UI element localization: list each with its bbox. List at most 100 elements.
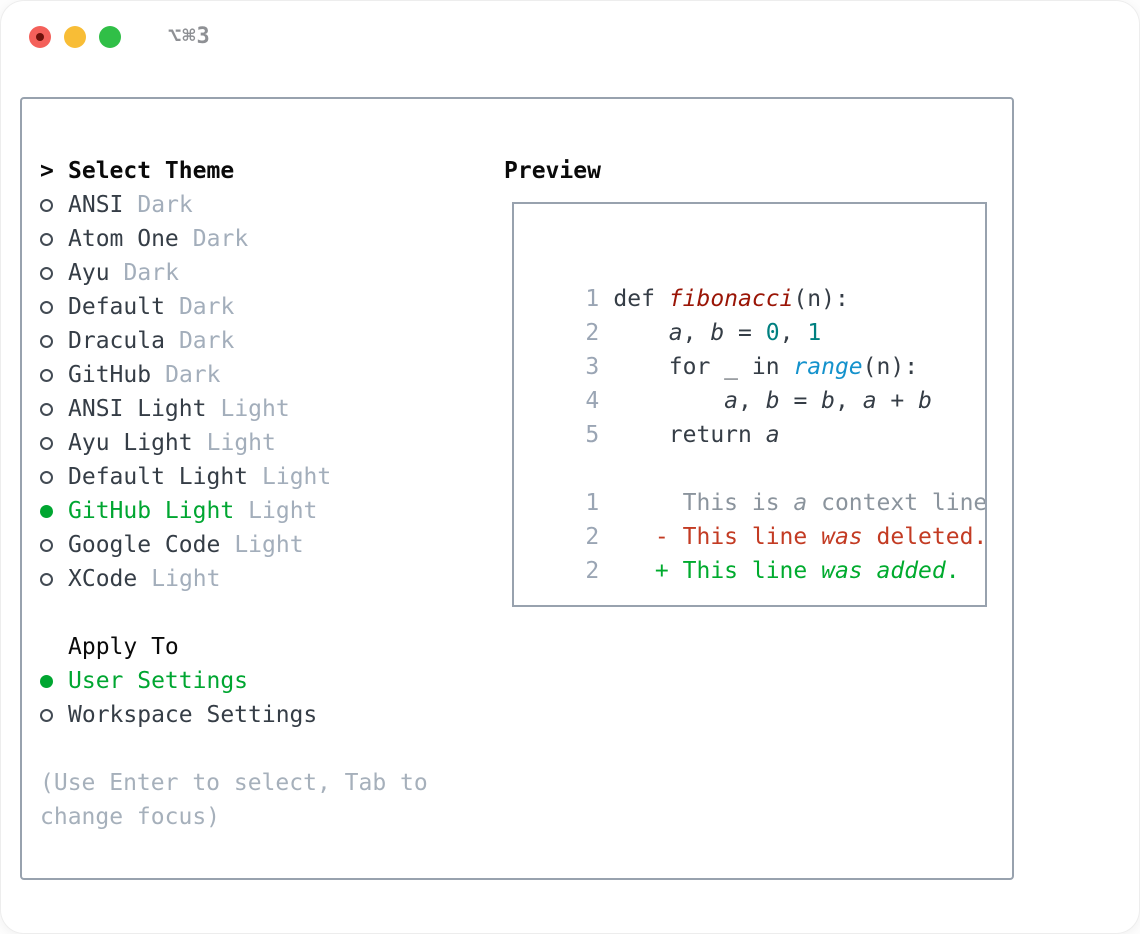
theme-list: ANSI Dark Atom One Dark Ayu Dark Default…	[40, 188, 480, 596]
theme-option-github-light[interactable]: GitHub Light Light	[40, 494, 480, 528]
line-content: - This line was deleted.	[613, 524, 987, 550]
code-line: 3 for _ in range(n):	[530, 316, 985, 380]
theme-option-ansi[interactable]: ANSI Dark	[40, 188, 480, 222]
radio-icon	[40, 470, 53, 484]
theme-option-ayu[interactable]: Ayu Dark	[40, 256, 480, 290]
option-label: Workspace Settings	[68, 702, 318, 728]
code-token: =	[779, 388, 822, 414]
close-dot-icon	[36, 33, 44, 41]
radio-icon	[40, 402, 53, 416]
radio-icon	[40, 368, 53, 382]
maximize-button-icon[interactable]	[99, 26, 121, 48]
code-token: deleted.	[862, 524, 987, 550]
theme-option-dracula[interactable]: Dracula Dark	[40, 324, 480, 358]
line-content: This is a context line.	[613, 490, 985, 516]
code-token: range	[793, 354, 863, 380]
close-button-icon[interactable]	[29, 26, 51, 48]
code-token: fibonacci	[668, 286, 794, 312]
radio-icon	[40, 504, 53, 518]
radio-icon	[40, 572, 53, 586]
traffic-lights	[29, 26, 121, 48]
line-content: return a	[613, 422, 780, 448]
window-title: ⌥⌘3	[168, 24, 211, 49]
code-token: def	[613, 286, 669, 312]
code-token: b	[821, 388, 835, 414]
code-token: - This line	[613, 524, 822, 550]
option-label: Default Light	[68, 464, 249, 490]
theme-option-github[interactable]: GitHub Dark	[40, 358, 480, 392]
code-line: 1 def fibonacci(n):	[530, 248, 985, 312]
code-token: (n):	[862, 354, 919, 380]
line-number: 1	[585, 490, 600, 516]
line-number: 5	[585, 422, 600, 448]
apply-option-user-settings[interactable]: User Settings	[40, 664, 480, 698]
code-token: =	[724, 320, 766, 346]
option-variant: Dark	[165, 362, 221, 388]
theme-option-google-code[interactable]: Google Code Light	[40, 528, 480, 562]
help-text: (Use Enter to select, Tab to change focu…	[40, 770, 428, 830]
line-number: 4	[585, 388, 600, 414]
apply-to-header: Apply To	[68, 634, 179, 660]
code-token: a	[793, 490, 808, 516]
theme-option-xcode[interactable]: XCode Light	[40, 562, 480, 596]
code-line: 5 return a	[530, 384, 985, 448]
code-token: return	[613, 422, 766, 448]
code-line: 2 a, b = 0, 1	[530, 282, 985, 346]
code-token: a	[668, 320, 683, 346]
code-line: 2 + This line was added.	[530, 520, 985, 584]
theme-option-default[interactable]: Default Dark	[40, 290, 480, 324]
code-token: This is	[613, 490, 794, 516]
theme-option-ayu-light[interactable]: Ayu Light Light	[40, 426, 480, 460]
option-variant: Dark	[137, 192, 193, 218]
code-token: was	[821, 524, 863, 550]
radio-icon	[40, 232, 53, 246]
code-token: ,	[738, 388, 766, 414]
option-variant: Light	[248, 498, 318, 524]
apply-to-list: User Settings Workspace Settings	[40, 664, 480, 732]
cursor-chevron-icon: >	[40, 158, 54, 184]
theme-column: > Select Theme ANSI Dark Atom One Dark A…	[40, 154, 480, 834]
line-number: 3	[585, 354, 600, 380]
code-token: b	[710, 320, 725, 346]
option-variant: Light	[234, 532, 304, 558]
option-label: Default	[68, 294, 165, 320]
option-variant: Dark	[192, 226, 249, 252]
option-variant: Dark	[178, 294, 235, 320]
code-token: was	[821, 558, 863, 584]
theme-option-atom-one[interactable]: Atom One Dark	[40, 222, 480, 256]
line-number: 1	[585, 286, 600, 312]
code-token: .	[945, 558, 960, 584]
line-number: 2	[585, 558, 600, 584]
code-token: a	[765, 422, 780, 448]
option-variant: Light	[206, 430, 276, 456]
code-line: 1 This is a context line.	[530, 452, 985, 516]
radio-icon	[40, 674, 53, 688]
theme-option-default-light[interactable]: Default Light Light	[40, 460, 480, 494]
option-label: Ayu Light	[68, 430, 193, 456]
code-token	[613, 320, 668, 346]
apply-option-workspace-settings[interactable]: Workspace Settings	[40, 698, 480, 732]
theme-option-ansi-light[interactable]: ANSI Light Light	[40, 392, 480, 426]
option-label: XCode	[68, 566, 138, 592]
option-label: User Settings	[68, 668, 249, 694]
code-token: a	[862, 388, 877, 414]
code-token: ,	[682, 320, 711, 346]
option-label: ANSI	[68, 192, 124, 218]
diff-sample: 1 This is a context line. 2 - This line …	[530, 452, 985, 584]
code-token	[863, 558, 877, 584]
line-content: + This line was added.	[613, 558, 960, 584]
code-token: 1	[807, 320, 822, 346]
preview-header: Preview	[504, 158, 601, 184]
radio-icon	[40, 266, 53, 280]
minimize-button-icon[interactable]	[64, 26, 86, 48]
option-variant: Dark	[123, 260, 179, 286]
option-label: Dracula	[68, 328, 165, 354]
option-variant: Light	[262, 464, 332, 490]
code-token: (n):	[793, 286, 849, 312]
code-token: +	[876, 388, 919, 414]
radio-icon	[40, 300, 53, 314]
code-line: 2 - This line was deleted.	[530, 486, 985, 550]
line-number: 2	[585, 320, 600, 346]
